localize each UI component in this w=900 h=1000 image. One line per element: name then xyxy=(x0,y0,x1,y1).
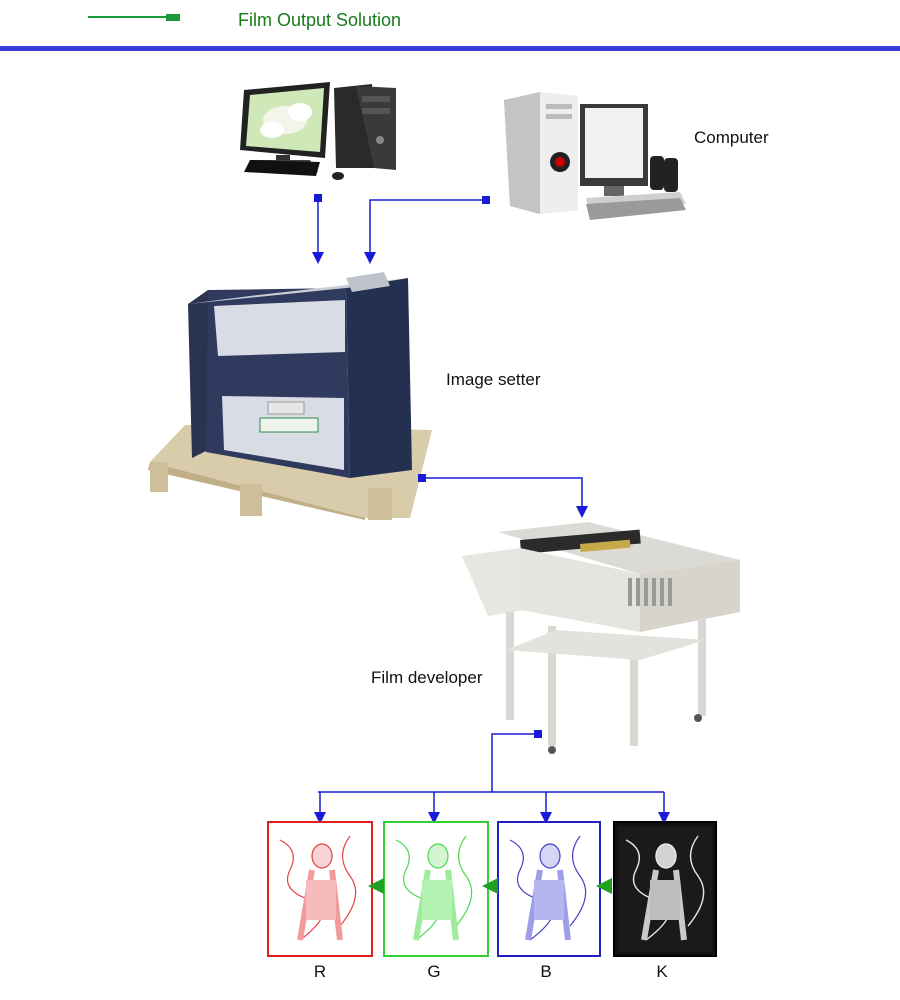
computer-2-illustration xyxy=(504,92,686,220)
header-divider xyxy=(0,46,900,51)
connector-node-computer-1 xyxy=(314,194,322,202)
film-frames xyxy=(267,821,717,957)
computer-1-illustration xyxy=(240,82,396,180)
film-developer-illustration xyxy=(462,522,740,754)
film-label-r: R xyxy=(313,962,327,981)
header-marker xyxy=(166,14,180,21)
film-frame-b xyxy=(497,821,601,957)
connectors xyxy=(312,194,670,824)
film-label-b: B xyxy=(540,962,552,981)
connector-node-film-developer xyxy=(534,730,542,738)
header-rule xyxy=(88,16,166,18)
film-label-g: G xyxy=(427,962,441,981)
film-developer-label: Film developer xyxy=(371,668,483,687)
image-setter-illustration xyxy=(148,272,432,520)
image-setter-label: Image setter xyxy=(446,370,541,389)
page-title: Film Output Solution xyxy=(238,10,402,30)
connector-node-image-setter xyxy=(418,474,426,482)
computer-label: Computer xyxy=(694,128,769,147)
film-label-k: K xyxy=(656,962,668,981)
connector-node-computer-2 xyxy=(482,196,490,204)
